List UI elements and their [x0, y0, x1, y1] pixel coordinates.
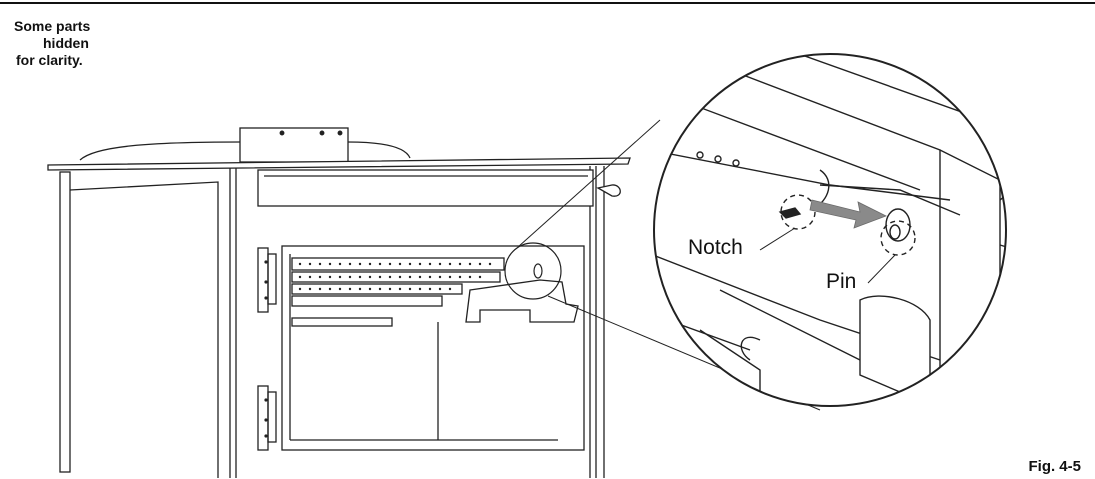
pin-leader — [867, 254, 896, 284]
notch-label: Notch — [688, 236, 743, 259]
grate-holes — [264, 260, 492, 438]
direction-arrow — [809, 199, 887, 229]
zoom-circle — [653, 53, 1007, 407]
hidden-parts-note: Some parts hidden for clarity. — [14, 18, 154, 69]
pin-label: Pin — [826, 270, 857, 293]
pin-highlight — [880, 220, 916, 256]
detail-source-circle — [504, 242, 562, 300]
notch-highlight — [780, 194, 816, 230]
note-line-1: Some parts — [14, 18, 91, 34]
appliance-body — [47, 127, 631, 478]
zoom-detail — [654, 54, 1006, 406]
note-line-2: hidden — [43, 35, 89, 51]
note-line-3: for clarity. — [16, 52, 83, 68]
notch-leader — [759, 227, 796, 251]
figure-label: Fig. 4-5 — [1028, 458, 1081, 475]
